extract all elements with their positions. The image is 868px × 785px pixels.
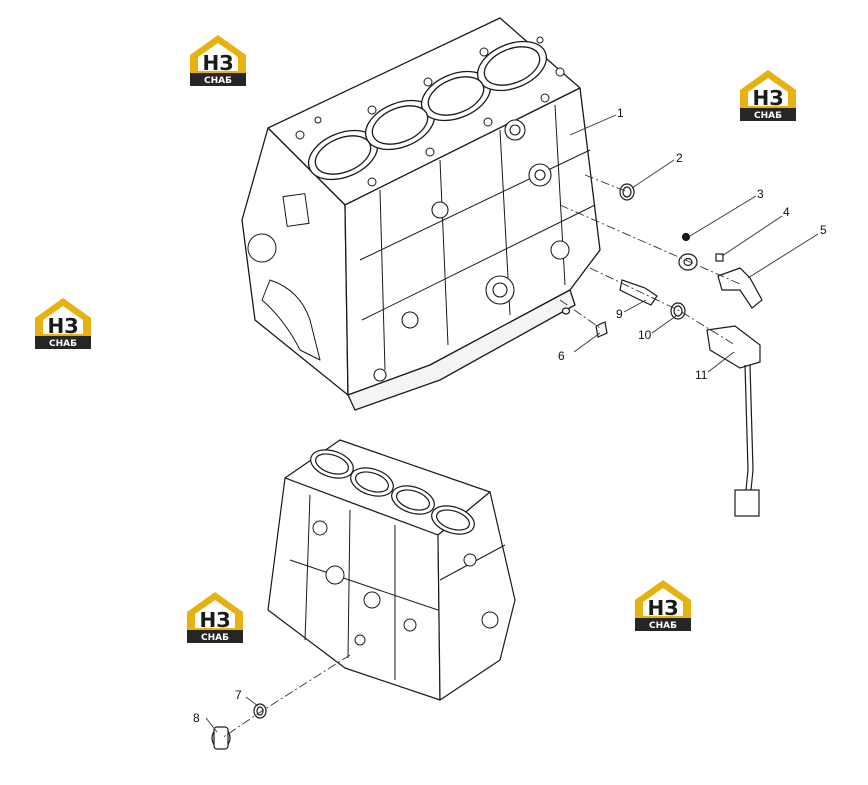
- svg-text:СНАБ: СНАБ: [204, 76, 232, 86]
- leader-lines: [205, 114, 819, 733]
- part-6-bolt: [561, 307, 608, 338]
- callout-2: 2: [676, 151, 683, 165]
- svg-text:СНАБ: СНАБ: [754, 111, 782, 121]
- part-11-sensor-cable: [706, 325, 761, 517]
- callout-8: 8: [193, 711, 200, 725]
- callout-6: 6: [558, 349, 565, 363]
- part-10-ring: [670, 302, 686, 320]
- part-3-washer: [681, 232, 691, 242]
- callout-10: 10: [638, 328, 652, 342]
- watermark-logo: НЗ СНАБ: [190, 35, 246, 86]
- part-5-elbow: [717, 267, 763, 309]
- small-parts: [211, 183, 763, 750]
- svg-text:НЗ: НЗ: [648, 596, 679, 620]
- watermark-logo: НЗ СНАБ: [740, 70, 796, 121]
- watermark-logo: НЗ СНАБ: [35, 298, 91, 349]
- engine-block-lower: [267, 439, 516, 701]
- callout-numbers: 1 2 3 4 5 6 7 8 9 10 11: [193, 106, 827, 725]
- callout-9: 9: [616, 307, 623, 321]
- watermark-logo: НЗ СНАБ: [187, 592, 243, 643]
- svg-text:НЗ: НЗ: [203, 51, 234, 75]
- engine-block-upper: [241, 17, 601, 411]
- svg-text:СНАБ: СНАБ: [49, 339, 77, 349]
- callout-5: 5: [820, 223, 827, 237]
- svg-text:НЗ: НЗ: [200, 608, 231, 632]
- svg-text:СНАБ: СНАБ: [649, 621, 677, 631]
- assembly-axes: [221, 174, 741, 739]
- svg-text:НЗ: НЗ: [48, 314, 79, 338]
- watermark-logo: НЗ СНАБ: [635, 580, 691, 631]
- callout-4: 4: [783, 205, 790, 219]
- callout-11: 11: [695, 368, 708, 382]
- callout-3: 3: [757, 187, 764, 201]
- callout-1: 1: [617, 106, 624, 120]
- part-2-plug: [619, 183, 635, 201]
- part-8-plug: [211, 726, 231, 750]
- part-7-ring: [253, 703, 267, 719]
- svg-text:СНАБ: СНАБ: [201, 633, 229, 643]
- callout-7: 7: [235, 688, 242, 702]
- svg-text:НЗ: НЗ: [753, 86, 784, 110]
- part-4-cover: [678, 253, 724, 271]
- part-9-sensor: [619, 279, 658, 306]
